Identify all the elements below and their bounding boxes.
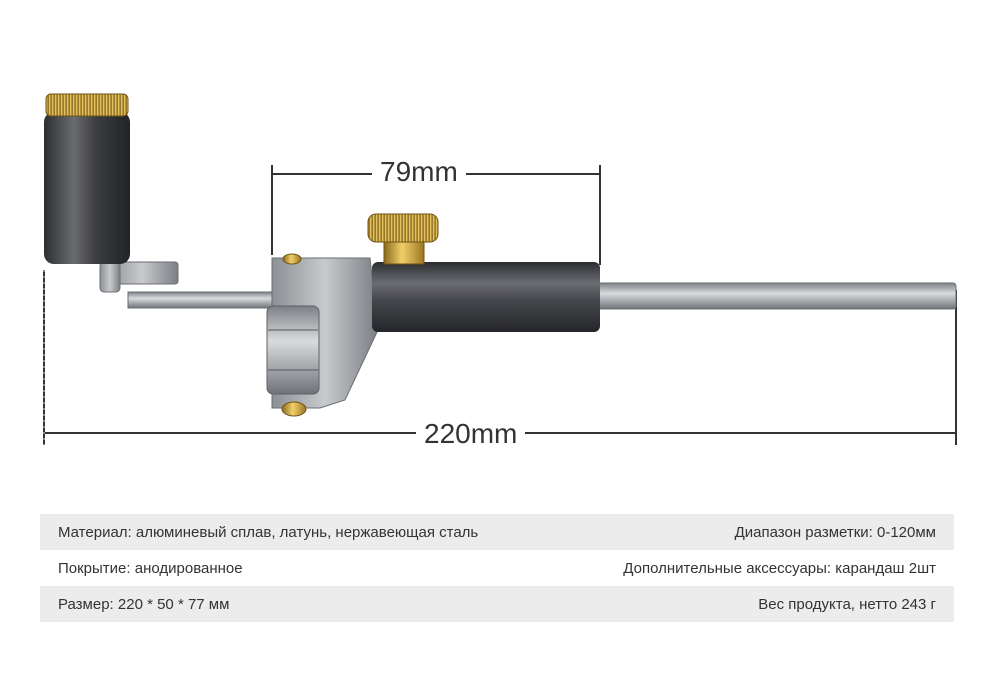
spec-row: Покрытие: анодированное Дополнительные а… [40,550,954,586]
spec-left: Покрытие: анодированное [58,559,243,577]
product-illustration [43,93,957,445]
spec-right: Вес продукта, нетто 243 г [758,595,936,613]
spec-right: Диапазон разметки: 0-120мм [734,523,936,541]
spec-table: Материал: алюминевый сплав, латунь, нерж… [40,514,954,622]
dimension-label-79: 79mm [372,158,466,186]
spec-left: Размер: 220 * 50 * 77 мм [58,595,230,613]
spec-row: Материал: алюминевый сплав, латунь, нерж… [40,514,954,550]
spec-right: Дополнительные аксессуары: карандаш 2шт [623,559,936,577]
spec-left: Материал: алюминевый сплав, латунь, нерж… [58,523,479,541]
dimension-label-220: 220mm [416,420,526,448]
spec-row: Размер: 220 * 50 * 77 мм Вес продукта, н… [40,586,954,622]
